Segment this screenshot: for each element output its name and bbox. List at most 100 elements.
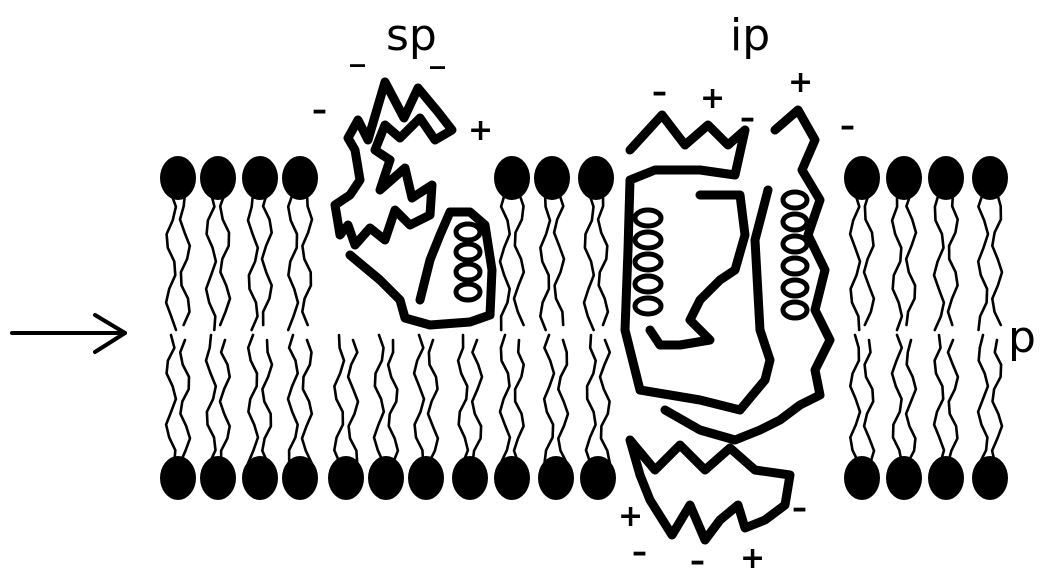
label-sp: sp — [386, 10, 437, 61]
lower-lipid-tail — [976, 333, 990, 465]
lower-lipid-tail — [557, 338, 570, 465]
ip-bottom-charge-4: – — [690, 544, 705, 571]
lower-lipid-tail — [946, 338, 960, 465]
upper-lipid-head — [494, 156, 530, 200]
upper-lipid-tail — [260, 191, 273, 327]
lipid-bilayer — [160, 156, 1008, 500]
upper-lipid-head — [886, 156, 922, 200]
upper-lipid-tail — [286, 191, 300, 332]
upper-lipid-head — [972, 156, 1008, 200]
upper-lipid-tail — [164, 191, 178, 332]
ip-top-charge-1: – — [652, 75, 667, 110]
upper-lipid-tail — [976, 191, 990, 332]
lower-lipid-tail — [849, 333, 862, 465]
upper-lipid-head — [534, 156, 570, 200]
lower-lipid-tail — [386, 338, 400, 465]
label-ip: ip — [730, 10, 770, 61]
lower-lipid-tail — [904, 338, 918, 465]
lower-lipid-tail — [584, 333, 597, 465]
upper-lipid-tail — [178, 191, 192, 327]
ip-top-charge-4: + — [788, 65, 813, 100]
lower-lipid-head — [160, 456, 196, 500]
ip-bottom-charge-1: + — [618, 499, 643, 534]
lower-lipid-tail — [346, 338, 360, 465]
upper-lipid-head — [242, 156, 278, 200]
lower-lipid-head — [368, 456, 404, 500]
upper-lipid-tail — [946, 191, 959, 327]
lower-lipid-tail — [178, 338, 192, 465]
ip-helix-coils-right — [780, 189, 810, 321]
upper-lipid-head — [200, 156, 236, 200]
upper-lipid-tail — [301, 191, 314, 327]
upper-lipid-tail — [218, 191, 232, 327]
lower-lipid-head — [408, 456, 444, 500]
upper-lipid-tail — [204, 191, 218, 332]
lower-lipid-tail — [862, 338, 876, 465]
lower-lipid-head — [580, 456, 616, 500]
upper-lipid-tail — [862, 191, 876, 327]
lower-lipid-head — [200, 456, 236, 500]
sp-charge-1: _ — [350, 33, 365, 68]
lower-lipid-head — [494, 456, 530, 500]
sp-helix-coils — [453, 221, 483, 303]
ip-top-charge-2: + — [700, 81, 725, 116]
lower-lipid-head — [282, 456, 318, 500]
ip-bottom-charge-5: + — [740, 541, 765, 571]
lower-lipid-head — [452, 456, 488, 500]
sp-charge-3: – — [312, 93, 327, 128]
ip-bottom-charge-2: – — [792, 491, 807, 526]
lower-lipid-tail — [512, 338, 525, 465]
lower-lipid-tail — [246, 333, 260, 465]
upper-lipid-tail — [904, 191, 918, 327]
lower-lipid-tail — [333, 333, 346, 465]
upper-lipid-tail — [582, 191, 596, 332]
lower-lipid-tail — [261, 338, 274, 465]
sp-charge-2: _ — [430, 35, 445, 70]
upper-lipid-head — [282, 156, 318, 200]
upper-lipid-tail — [552, 191, 566, 327]
lower-lipid-tail — [456, 333, 470, 465]
upper-lipid-head — [160, 156, 196, 200]
lower-lipid-tail — [300, 338, 314, 465]
upper-lipid-tail — [246, 191, 260, 332]
lower-lipid-head — [242, 456, 278, 500]
sp-charge-4: + — [468, 113, 493, 148]
ip-bottom-charge-3: – — [632, 535, 647, 570]
lower-lipid-tail — [164, 333, 178, 465]
upper-lipid-tail — [848, 191, 862, 332]
ip-helix-coils-left — [632, 207, 664, 317]
lower-lipid-tail — [372, 333, 386, 465]
upper-lipid-head — [844, 156, 880, 200]
lower-lipid-head — [972, 456, 1008, 500]
upper-lipid-tail — [539, 191, 552, 332]
peripheral-protein-sp — [330, 77, 497, 330]
lower-lipid-head — [928, 456, 964, 500]
lower-lipid-tail — [412, 333, 426, 465]
lower-lipid-head — [844, 456, 880, 500]
lower-lipid-tail — [426, 338, 440, 465]
upper-lipid-tail — [512, 191, 526, 327]
lower-lipid-head — [886, 456, 922, 500]
upper-lipid-tail — [991, 191, 1004, 327]
upper-lipid-tail — [932, 191, 946, 332]
integral-protein-ip — [620, 105, 835, 545]
lower-lipid-tail — [204, 333, 218, 465]
upper-lipid-tail — [890, 191, 904, 332]
lower-lipid-tail — [890, 333, 904, 465]
lower-lipid-head — [328, 456, 364, 500]
lower-lipid-tail — [542, 333, 556, 465]
lower-lipid-tail — [932, 333, 946, 465]
ip-top-charge-3: – — [740, 101, 755, 136]
lower-lipid-tail — [990, 338, 1004, 465]
label-p: p — [1008, 312, 1036, 363]
lower-lipid-tail — [286, 333, 299, 465]
upper-lipid-tail — [498, 191, 511, 332]
upper-lipid-head — [578, 156, 614, 200]
lower-lipid-tail — [498, 333, 512, 465]
ip-top-charge-5: – — [840, 109, 855, 144]
upper-lipid-head — [928, 156, 964, 200]
lower-lipid-head — [538, 456, 574, 500]
arrow-icon — [10, 313, 127, 354]
upper-lipid-tail — [596, 191, 610, 327]
